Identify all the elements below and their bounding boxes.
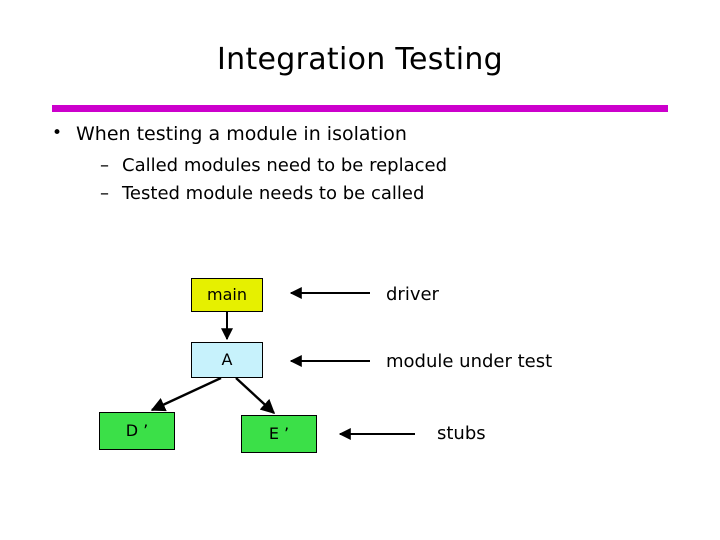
diagram-node-main[interactable]: main	[191, 278, 263, 312]
diagram-node-e-prime[interactable]: E ’	[241, 415, 317, 453]
page-title: Integration Testing	[216, 42, 503, 77]
list-item: – Tested module needs to be called	[100, 182, 672, 205]
list-item-label: Called modules need to be replaced	[122, 154, 448, 176]
diagram-node-a[interactable]: A	[191, 342, 263, 378]
diagram-node-label: E ’	[268, 424, 290, 443]
bullet-list: • When testing a module in isolation – C…	[52, 123, 672, 211]
annotation-label-stubs: stubs	[437, 423, 486, 444]
title-divider-rule	[52, 105, 668, 112]
list-item-label: When testing a module in isolation	[76, 123, 407, 145]
diagram-connectors	[150, 287, 415, 440]
dash-marker-icon: –	[100, 182, 109, 204]
diagram-node-d-prime[interactable]: D ’	[99, 412, 175, 450]
list-item-label: Tested module needs to be called	[122, 182, 425, 204]
edge-a-to-eprime	[235, 377, 276, 414]
bullet-marker-icon: •	[52, 123, 63, 143]
annotation-label-module-under-test: module under test	[386, 351, 553, 372]
list-item: • When testing a module in isolation	[52, 123, 672, 146]
diagram-node-label: A	[221, 350, 233, 369]
dash-marker-icon: –	[100, 154, 109, 176]
annotation-label-driver: driver	[386, 284, 439, 305]
diagram-node-label: main	[207, 285, 247, 304]
list-item: – Called modules need to be replaced	[100, 154, 672, 177]
edge-a-to-dprime	[150, 376, 222, 412]
diagram-node-label: D ’	[125, 421, 149, 440]
module-hierarchy-diagram: main A D ’ E ’ driver module under test …	[0, 255, 720, 485]
